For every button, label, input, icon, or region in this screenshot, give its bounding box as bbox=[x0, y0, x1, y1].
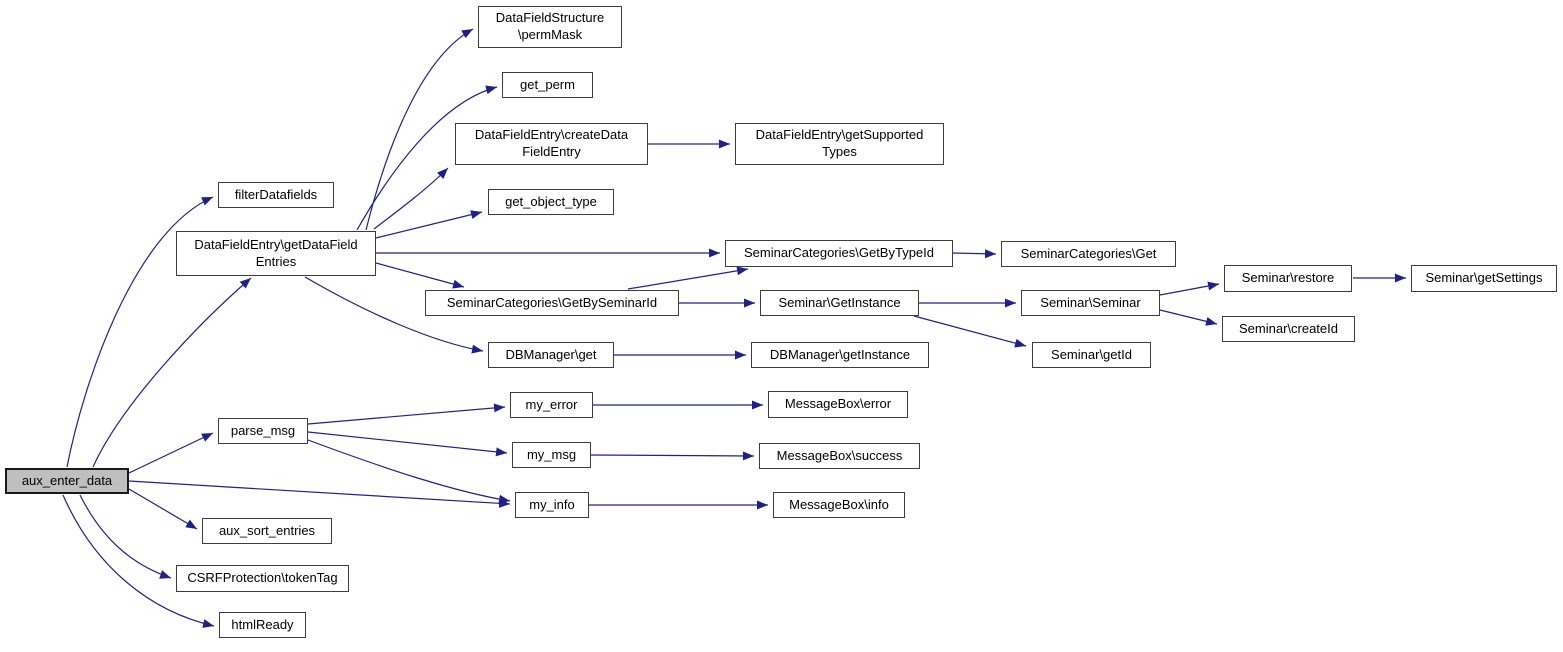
node-get-by-type-id[interactable]: SeminarCategories\GetByTypeId bbox=[725, 240, 953, 267]
node-seminar-seminar[interactable]: Seminar\Seminar bbox=[1021, 290, 1160, 316]
edge-GetByTypeId-SeminarCategoriesGet bbox=[952, 249, 997, 259]
edge-aux_enter_data-my_info bbox=[128, 480, 511, 508]
node-seminar-create-id[interactable]: Seminar\createId bbox=[1222, 316, 1355, 342]
edge-parse_msg-my_msg bbox=[307, 431, 508, 457]
node-messagebox-info[interactable]: MessageBox\info bbox=[773, 492, 905, 518]
node-my-msg[interactable]: my_msg bbox=[512, 442, 591, 468]
node-csrf-token-tag[interactable]: CSRFProtection\tokenTag bbox=[176, 565, 349, 592]
node-get-by-seminar-id[interactable]: SeminarCategories\GetBySeminarId bbox=[425, 290, 679, 316]
edge-parse_msg-my_info bbox=[307, 439, 511, 504]
edge-aux_enter_data-getDataFieldEntries bbox=[92, 277, 252, 468]
edge-SeminarGetInstance-SeminarGetId bbox=[913, 315, 1027, 348]
node-parse-msg[interactable]: parse_msg bbox=[218, 418, 308, 444]
node-seminar-categories-get[interactable]: SeminarCategories\Get bbox=[1001, 241, 1176, 267]
edge-SeminarSeminar-SeminarRestore bbox=[1159, 281, 1220, 296]
node-html-ready[interactable]: htmlReady bbox=[219, 612, 306, 638]
node-seminar-get-settings[interactable]: Seminar\getSettings bbox=[1411, 265, 1557, 292]
node-dbmanager-get[interactable]: DBManager\get bbox=[488, 342, 614, 368]
node-perm-mask[interactable]: DataFieldStructure \permMask bbox=[478, 6, 622, 48]
edge-getDataFieldEntries-createDataFieldEntry bbox=[373, 167, 449, 230]
node-seminar-get-instance[interactable]: Seminar\GetInstance bbox=[760, 290, 919, 316]
node-filter-datafields[interactable]: filterDatafields bbox=[218, 182, 334, 208]
edge-getDataFieldEntries-permMask bbox=[365, 28, 474, 231]
node-my-info[interactable]: my_info bbox=[515, 492, 589, 518]
edge-aux_enter_data-parse_msg bbox=[128, 432, 214, 474]
node-dbmanager-get-instance[interactable]: DBManager\getInstance bbox=[751, 342, 929, 368]
edge-aux_enter_data-htmlReady bbox=[62, 494, 215, 628]
edge-GetBySeminarId-GetByTypeId bbox=[627, 266, 749, 290]
node-messagebox-error[interactable]: MessageBox\error bbox=[768, 391, 908, 418]
edge-aux_enter_data-tokenTag bbox=[79, 494, 172, 579]
node-my-error[interactable]: my_error bbox=[510, 392, 593, 418]
edge-getDataFieldEntries-get_object_type bbox=[375, 210, 483, 239]
node-get-supported-types[interactable]: DataFieldEntry\getSupported Types bbox=[735, 123, 944, 165]
edge-getDataFieldEntries-GetBySeminarId bbox=[375, 262, 465, 289]
node-seminar-get-id[interactable]: Seminar\getId bbox=[1032, 342, 1151, 368]
edge-aux_enter_data-filterDatafields bbox=[66, 196, 214, 468]
edge-parse_msg-my_error bbox=[307, 403, 506, 425]
edge-aux_enter_data-aux_sort_entries bbox=[128, 488, 198, 530]
node-seminar-restore[interactable]: Seminar\restore bbox=[1224, 265, 1352, 292]
node-aux-sort-entries[interactable]: aux_sort_entries bbox=[202, 518, 332, 544]
edge-getDataFieldEntries-DBManagerGet bbox=[304, 276, 484, 354]
edge-getDataFieldEntries-get_perm bbox=[356, 85, 498, 231]
node-get-perm[interactable]: get_perm bbox=[502, 72, 593, 98]
node-get-data-field-entries[interactable]: DataFieldEntry\getDataField Entries bbox=[176, 231, 376, 276]
node-aux-enter-data: aux_enter_data bbox=[5, 468, 129, 494]
node-messagebox-success[interactable]: MessageBox\success bbox=[759, 443, 920, 469]
node-create-data-field-entry[interactable]: DataFieldEntry\createData FieldEntry bbox=[455, 123, 648, 165]
edge-SeminarSeminar-SeminarCreateId bbox=[1159, 309, 1218, 326]
node-get-object-type[interactable]: get_object_type bbox=[488, 189, 614, 215]
edge-my_msg-MessageBoxSuccess bbox=[590, 451, 755, 461]
